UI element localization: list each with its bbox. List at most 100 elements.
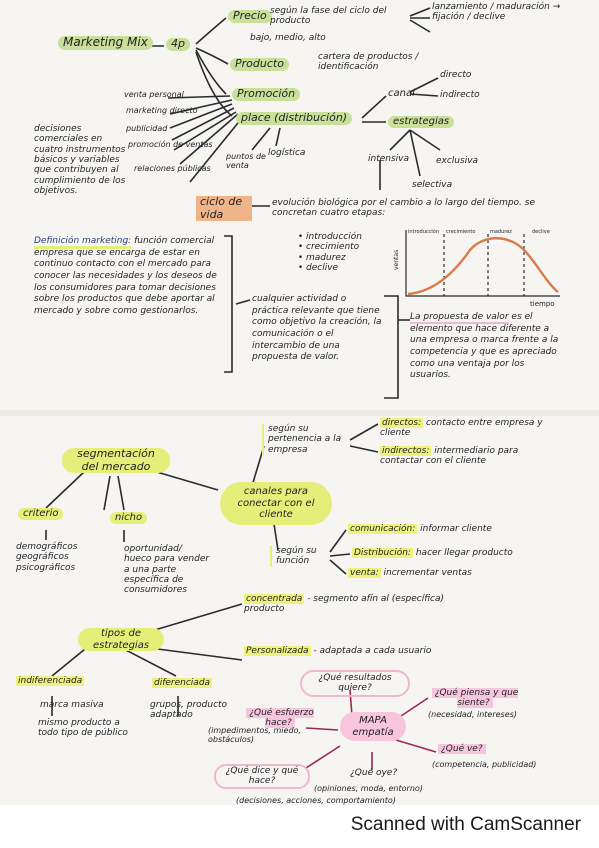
tipos-estrategias-node: tipos de estrategias (78, 628, 164, 651)
q-ve: ¿Qué ve? (438, 744, 486, 754)
directos-row: directos: contacto entre empresa y clien… (380, 418, 560, 439)
definicion-block: Definición marketing: función comercial … (34, 236, 222, 318)
ciclo-stage: madurez (306, 253, 362, 263)
four-p-node: 4p (166, 37, 190, 51)
q-esfuerzo: ¿Qué esfuerzo hace? (240, 708, 320, 729)
segun-funcion: según su función (270, 546, 338, 567)
mapa-empatia-node: MAPA empatía (340, 712, 406, 741)
empatia-bottom-note: (decisiones, acciones, comportamiento) (236, 796, 396, 805)
propuesta-block: La propuesta de valor es el elemento que… (410, 312, 566, 382)
promo-item-3: publicidad (126, 124, 168, 133)
page-divider (0, 410, 599, 416)
personalizada-row: Personalizada - adaptada a cada usuario (244, 646, 444, 656)
marketing-mix-title: Marketing Mix (58, 35, 153, 50)
distribucion-label: Distribución: (352, 548, 413, 558)
chart-y-label: ventas (393, 250, 400, 270)
promo-item-4: promoción de ventas (128, 140, 213, 149)
precio-bracket: según la fase del ciclo del producto (270, 6, 387, 27)
ciclo-stages-list: introducción crecimiento madurez declive (296, 232, 362, 273)
promo-item-1: venta personal (124, 90, 184, 99)
definicion-body: función comercial empresa que se encarga… (34, 236, 217, 317)
directos-label: directos: (380, 418, 424, 428)
nicho-text: oportunidad/ hueco para vender a una par… (124, 544, 210, 596)
chart-phase-label: introducción (408, 228, 439, 235)
ciclo-curve (407, 237, 559, 296)
estrategia-exclusiva: exclusiva (436, 156, 479, 166)
diferenciada-node: diferenciada (152, 678, 213, 689)
canal-node: canal (388, 88, 415, 99)
chart-phase-label: madurez (490, 229, 512, 235)
comunicacion-text: informar cliente (420, 524, 492, 534)
q-piensa: ¿Qué piensa y que siente? (430, 688, 520, 709)
venta-label: venta: (348, 568, 381, 578)
nicho-node: nicho (110, 512, 148, 524)
ciclo-definition: evolución biológica por el cambio a lo l… (272, 198, 535, 219)
concentrada-row: concentrada - segmento afín al (específi… (244, 594, 454, 615)
concentrada-label: concentrada (244, 594, 305, 604)
scanner-watermark: Scanned with CamScanner (350, 814, 581, 835)
segun-pertenencia: según su pertenencia a la empresa (262, 424, 358, 456)
scanner-footer: Scanned with CamScanner (0, 805, 599, 848)
q-piensa-label: ¿Qué piensa y que siente? (431, 688, 519, 709)
q-oye: ¿Qué oye? (350, 768, 398, 778)
marketing-mix-label: Marketing Mix (63, 35, 148, 49)
chart-phase-label: declive (532, 229, 550, 235)
q-ve-note: (competencia, publicidad) (432, 760, 537, 769)
ciclo-stage: introducción (306, 232, 362, 242)
ciclo-stage: crecimiento (306, 242, 362, 252)
logistica: logística (268, 148, 306, 158)
indirectos-text: intermediario para contactar con el clie… (380, 446, 519, 467)
q-oye-note: (opiniones, moda, entorno) (314, 784, 423, 793)
ciclo-de-vida-title: ciclo de vida (196, 195, 252, 222)
propuesta-heading: La propuesta de valor (410, 312, 509, 324)
comunicacion-label: comunicación: (348, 524, 418, 534)
q-esfuerzo-note: (impedimentos, miedo, obstáculos) (208, 726, 301, 745)
diferenciada-text: grupos, producto adaptado (150, 700, 228, 721)
canal-directo: directo (440, 70, 472, 80)
decisiones-text: decisiones comerciales en cuatro instrum… (34, 124, 126, 197)
indirectos-label: indirectos: (380, 446, 432, 456)
directos-text: contacto entre empresa y cliente (380, 418, 543, 439)
venta-text: incrementar ventas (383, 568, 472, 578)
indiferenciada-marca: marca masiva (40, 700, 104, 710)
estrategia-intensiva: intensiva (368, 154, 410, 164)
accion-body: cualquier actividad o práctica relevante… (252, 294, 382, 363)
definicion-heading: Definición marketing: (34, 236, 132, 249)
handwritten-notes (0, 0, 599, 805)
distribucion-text: hacer llegar producto (415, 548, 513, 558)
mindmap-connectors (45, 7, 441, 770)
canal-indirecto: indirecto (440, 90, 480, 100)
segmentacion-title: segmentación del mercado (62, 447, 170, 474)
precio-node: Precio (228, 9, 272, 23)
q-dice: ¿Qué dice y qué hace? (214, 764, 310, 789)
comunicacion-row: comunicación: informar cliente (348, 524, 492, 534)
promo-item-5: relaciones públicas (134, 164, 211, 173)
puntos-de-venta: puntos de venta (226, 152, 266, 171)
indirectos-row: indirectos: intermediario para contactar… (380, 446, 560, 467)
producto-node: Producto (230, 57, 289, 71)
promocion-node: Promoción (232, 87, 301, 101)
estrategias-node: estrategias (388, 116, 455, 128)
personalizada-text: - adaptada a cada usuario (313, 646, 432, 656)
chart-axes (405, 230, 560, 297)
promo-item-2: marketing directo (126, 106, 198, 115)
precio-phases: lanzamiento / maduración → fijación / de… (432, 2, 561, 23)
venta-row: venta: incrementar ventas (348, 568, 472, 578)
criterio-items: demográficos geográficos psicográficos (16, 542, 78, 573)
personalizada-label: Personalizada (244, 646, 311, 656)
place-node: place (distribución) (236, 111, 353, 125)
canales-node: canales para conectar con el cliente (220, 482, 332, 525)
q-resultados: ¿Qué resultados quiere? (300, 670, 410, 697)
q-piensa-note: (necesidad, intereses) (428, 710, 517, 719)
distribucion-row: Distribución: hacer llegar producto (352, 548, 513, 558)
chart-x-label: tiempo (530, 300, 555, 308)
indiferenciada-node: indiferenciada (16, 676, 85, 687)
indiferenciada-producto: mismo producto a todo tipo de público (38, 718, 128, 739)
chart-phase-label: crecimiento (446, 229, 475, 235)
ciclo-stage: declive (306, 263, 362, 273)
propuesta-body: es el elemento que hace diferente a una … (410, 312, 559, 381)
criterio-node: criterio (18, 508, 64, 520)
accion-text: cualquier actividad o práctica relevante… (252, 294, 382, 364)
q-ve-label: ¿Qué ve? (438, 744, 486, 754)
